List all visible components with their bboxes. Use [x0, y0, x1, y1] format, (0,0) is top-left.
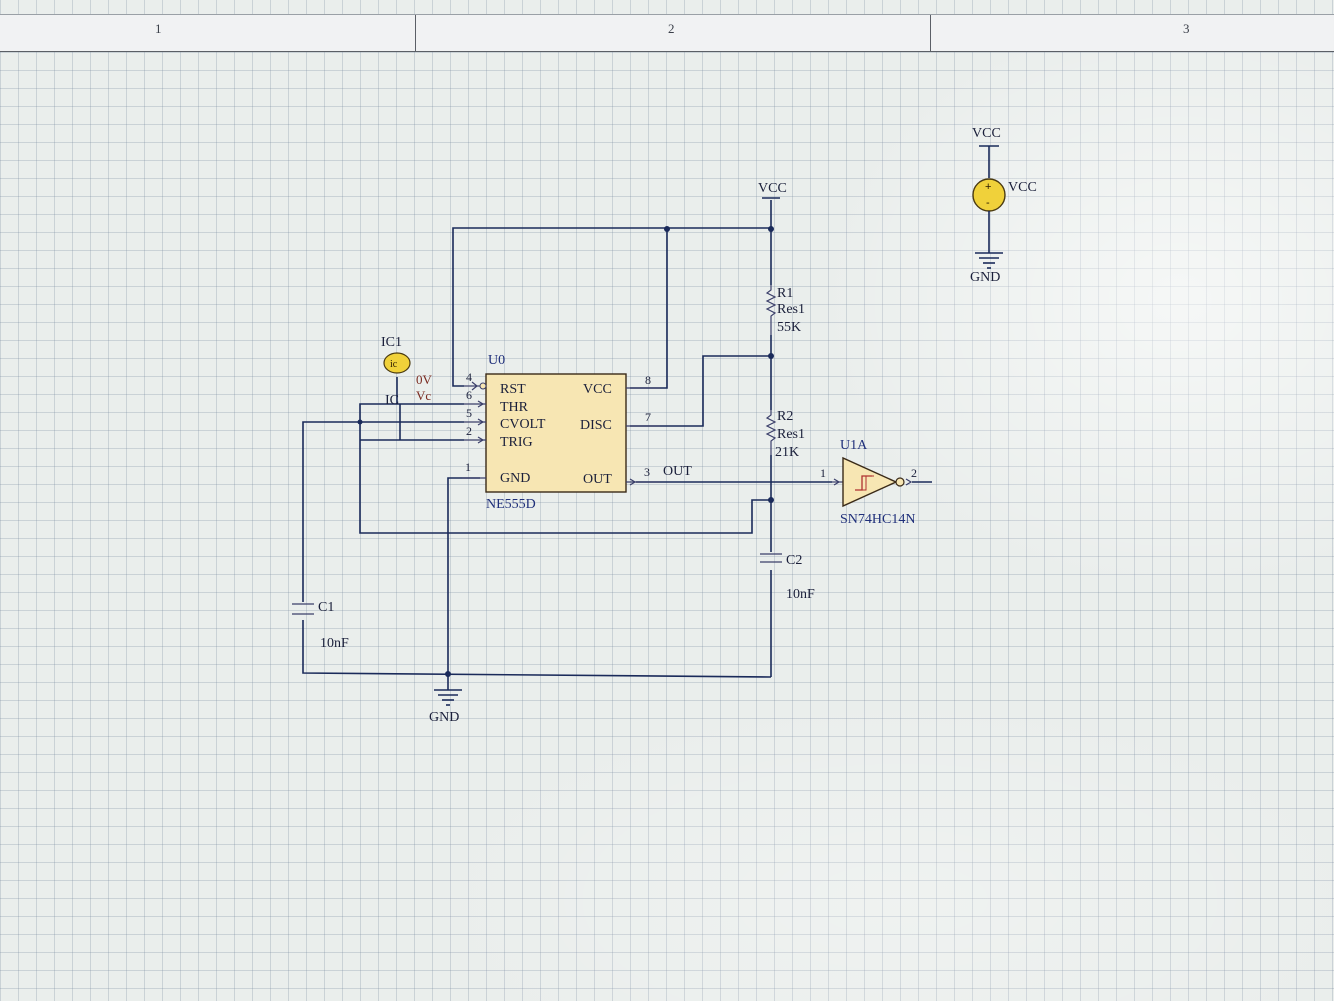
- minus-sign-icon: -: [986, 197, 990, 209]
- sheet-zone-ruler: 1 2 3: [0, 14, 1334, 52]
- junction-dot: [768, 226, 774, 232]
- inverter-bubble-icon: [895, 477, 905, 487]
- pin-arrow: [833, 478, 841, 486]
- pin-num-4: 4: [466, 370, 472, 384]
- pin-label-rst: RST: [500, 382, 526, 397]
- r1-designator: R1: [777, 286, 793, 301]
- ic-symbol-icon: [383, 352, 411, 374]
- u0-part: NE555D: [486, 497, 536, 512]
- ic1-initial-condition[interactable]: IC1 ic 0V Vc IC: [381, 335, 433, 408]
- zone-label-3: 3: [1183, 21, 1190, 36]
- zone-label-2: 2: [668, 21, 675, 36]
- u0-designator: U0: [488, 353, 505, 368]
- ic1-designator: IC1: [381, 335, 402, 350]
- vsource-name: VCC: [1008, 180, 1037, 195]
- u1a-designator: U1A: [840, 438, 868, 453]
- zone-divider: [415, 15, 416, 51]
- resistor-zigzag-icon: [765, 410, 777, 455]
- ic-body[interactable]: [485, 373, 627, 493]
- resistor-r1[interactable]: R1 Res1 55K: [765, 285, 805, 335]
- junction-dot: [357, 419, 363, 425]
- wire-vcc-pin[interactable]: [630, 228, 668, 389]
- junction-dot: [768, 497, 774, 503]
- pin-arrow: [477, 436, 485, 444]
- r2-type: Res1: [777, 427, 805, 442]
- pin-arrow: [629, 478, 637, 486]
- pin-arrow: [471, 381, 478, 391]
- pin-num-1: 1: [465, 460, 471, 474]
- zone-divider: [930, 15, 931, 51]
- wire-c1-gnd[interactable]: [302, 620, 772, 678]
- pin-num-8: 8: [645, 373, 651, 387]
- u1a-part: SN74HC14N: [840, 512, 915, 527]
- wire-thr-trig[interactable]: [359, 403, 771, 534]
- c2-value: 10nF: [786, 587, 815, 602]
- net-label-out[interactable]: OUT: [663, 464, 692, 479]
- wire-disc[interactable]: [630, 355, 771, 427]
- hysteresis-icon: [858, 475, 874, 491]
- c2-designator: C2: [786, 553, 802, 568]
- ic1-net: IC: [385, 393, 399, 408]
- schmitt-inverter-u1a[interactable]: U1A 1 2 SN74HC14N: [820, 438, 917, 527]
- vcc-label: VCC: [758, 181, 787, 196]
- junction-dot: [664, 226, 670, 232]
- vsource-vcc-port-label: VCC: [972, 126, 1001, 141]
- wire-gnd-pin[interactable]: [447, 477, 480, 690]
- pin-arrow: [477, 400, 485, 408]
- r1-value: 55K: [777, 320, 801, 335]
- pin-label-disc: DISC: [580, 418, 612, 433]
- pin-num-7: 7: [645, 410, 651, 424]
- r2-designator: R2: [777, 409, 793, 424]
- pin-arrow: [905, 478, 913, 486]
- ic1-value: 0V: [416, 372, 433, 387]
- wire-rst-to-vcc[interactable]: [452, 227, 771, 387]
- c1-value: 10nF: [320, 636, 349, 651]
- pin-label-vcc: VCC: [583, 382, 612, 397]
- pin-label-trig: TRIG: [500, 435, 533, 450]
- gnd-label: GND: [429, 710, 459, 725]
- vsource-gnd-label: GND: [970, 270, 1000, 285]
- gnd-power-port[interactable]: GND: [429, 689, 462, 725]
- junctions: [357, 226, 774, 677]
- r1-type: Res1: [777, 302, 805, 317]
- capacitor-c2[interactable]: C2 10nF: [760, 553, 815, 602]
- resistor-zigzag-icon: [765, 285, 777, 335]
- capacitor-c1[interactable]: C1 10nF: [292, 600, 349, 651]
- pin-rst-bubble: [479, 382, 487, 390]
- wires: [302, 200, 932, 690]
- inverter-body: [842, 456, 898, 508]
- pin-label-thr: THR: [500, 400, 529, 415]
- u1a-pin-in: 1: [820, 466, 826, 480]
- r2-value: 21K: [775, 445, 799, 460]
- ne555-timer[interactable]: U0 NE555D RST THR CVOLT TRIG GND VCC DIS…: [462, 353, 660, 512]
- u1a-pin-out: 2: [911, 466, 917, 480]
- junction-dot: [445, 671, 451, 677]
- junction-dot: [768, 353, 774, 359]
- pin-label-cvolt: CVOLT: [500, 417, 546, 432]
- pin-label-out: OUT: [583, 472, 612, 487]
- pin-num-6: 6: [466, 388, 472, 402]
- pin-num-2: 2: [466, 424, 472, 438]
- pin-arrow: [477, 418, 485, 426]
- vcc-voltage-source[interactable]: VCC + - VCC GND: [970, 126, 1037, 285]
- wire-cvolt-c1[interactable]: [302, 421, 464, 602]
- plus-sign-icon: +: [985, 181, 991, 193]
- pin-num-3: 3: [644, 465, 650, 479]
- resistor-r2[interactable]: R2 Res1 21K: [765, 409, 805, 460]
- c1-designator: C1: [318, 600, 334, 615]
- ic1-param: Vc: [416, 388, 431, 403]
- vcc-power-port[interactable]: VCC: [758, 181, 787, 199]
- ic1-glyph: ic: [390, 359, 398, 370]
- pin-num-5: 5: [466, 406, 472, 420]
- zone-label-1: 1: [155, 21, 162, 36]
- pin-label-gnd: GND: [500, 471, 530, 486]
